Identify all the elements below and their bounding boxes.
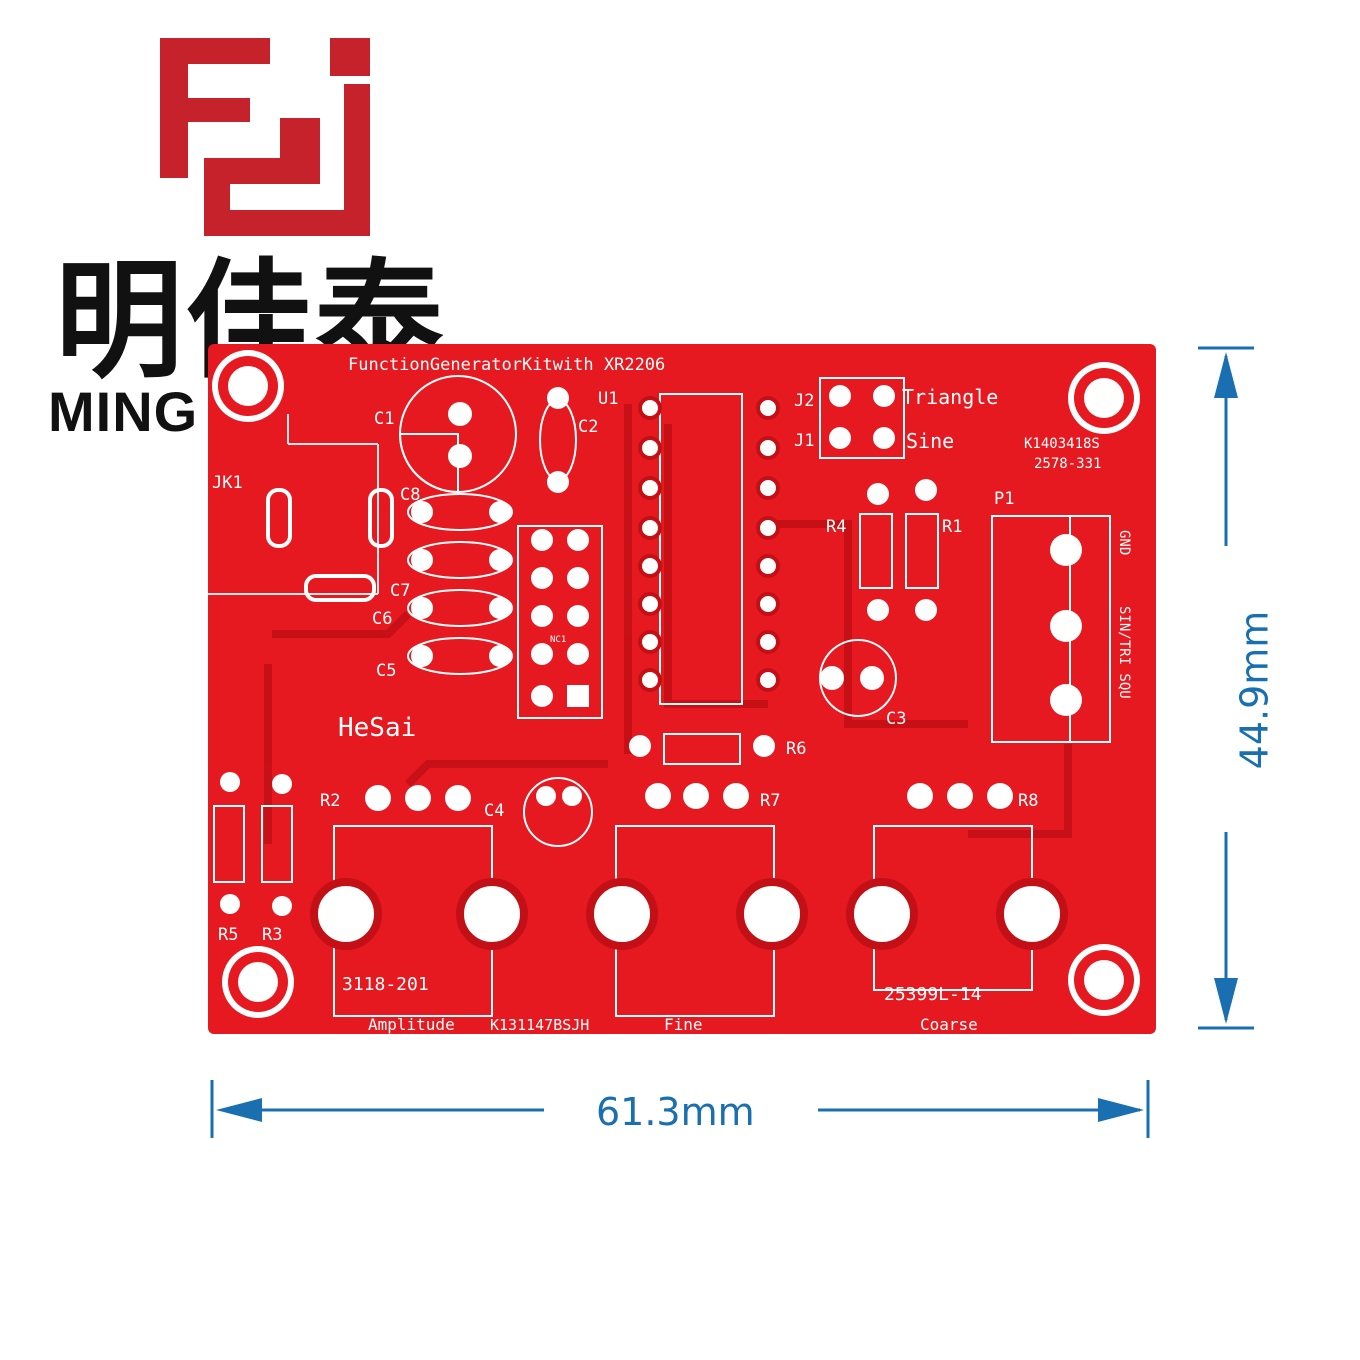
label-j1: J1 xyxy=(794,431,814,451)
label-r4: R4 xyxy=(826,517,846,537)
mounting-holes xyxy=(212,350,1140,1018)
label-r5: R5 xyxy=(218,925,238,945)
label-r7: R7 xyxy=(760,791,780,811)
label-fine: Fine xyxy=(664,1015,703,1034)
label-c8: C8 xyxy=(400,485,420,505)
label-r8: R8 xyxy=(1018,791,1038,811)
board-title: FunctionGeneratorKitwith XR2206 xyxy=(348,355,665,375)
label-r1: R1 xyxy=(942,517,962,537)
dimension-height-label: 44.9mm xyxy=(1232,610,1277,770)
label-c2: C2 xyxy=(578,417,598,437)
label-c1: C1 xyxy=(374,409,394,429)
label-r2: R2 xyxy=(320,791,340,811)
label-gnd: GND xyxy=(1116,530,1132,555)
label-pot-right: 25399L-14 xyxy=(884,984,982,1005)
fj-monogram-logo-icon xyxy=(160,38,370,236)
label-amplitude: Amplitude xyxy=(368,1015,455,1034)
label-c3: C3 xyxy=(886,709,906,729)
label-u1: U1 xyxy=(598,389,618,409)
label-c7: C7 xyxy=(390,581,410,601)
label-coarse: Coarse xyxy=(920,1015,978,1034)
label-sine: Sine xyxy=(906,429,954,453)
label-c5: C5 xyxy=(376,661,396,681)
label-sin-tri-squ: SIN/TRI SQU xyxy=(1116,606,1132,699)
label-r6: R6 xyxy=(786,739,806,759)
label-c6: C6 xyxy=(372,609,392,629)
label-hesai: HeSai xyxy=(338,713,416,743)
label-jk1: JK1 xyxy=(212,473,243,493)
label-triangle: Triangle xyxy=(902,385,998,409)
label-c4: C4 xyxy=(484,801,504,821)
label-r3: R3 xyxy=(262,925,282,945)
board-lot-code-2: 2578-331 xyxy=(1034,456,1101,472)
label-nc1: NC1 xyxy=(550,635,566,645)
label-amp-code: K131147BSJH xyxy=(490,1016,589,1034)
dimension-width-label: 61.3mm xyxy=(596,1090,755,1134)
pcb-board: FunctionGeneratorKitwith XR2206 K1403418… xyxy=(208,344,1156,1034)
board-lot-code-1: K1403418S xyxy=(1024,436,1100,452)
label-j2: J2 xyxy=(794,391,814,411)
label-pot-left: 3118-201 xyxy=(342,974,429,995)
label-p1: P1 xyxy=(994,489,1014,509)
